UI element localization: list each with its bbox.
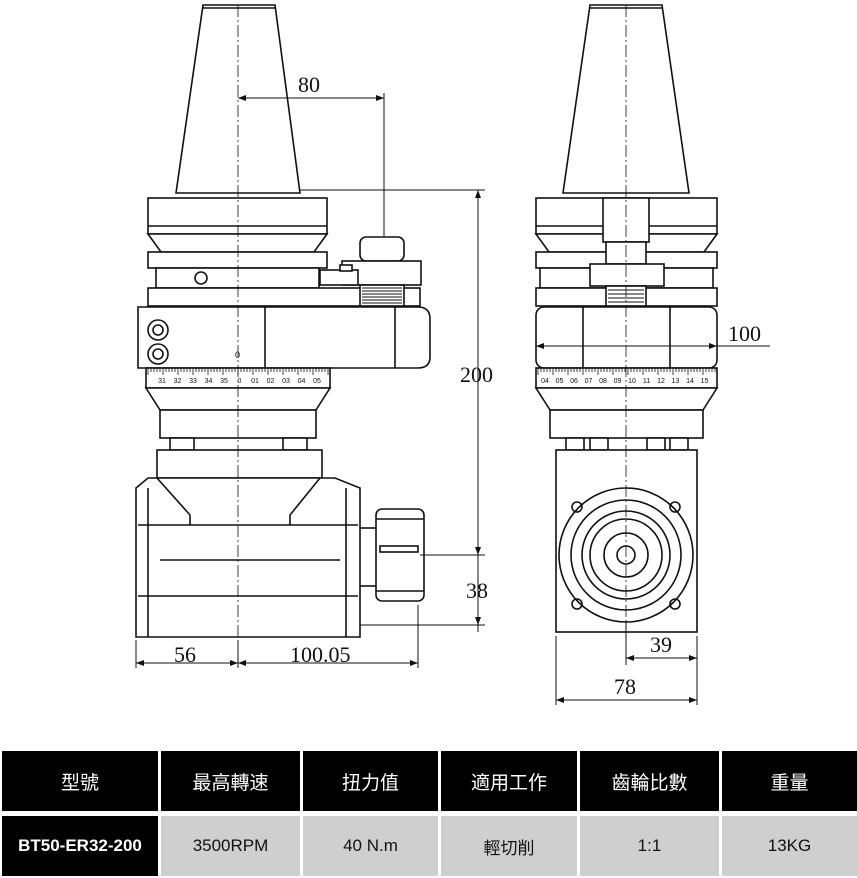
dim-200: 200 (460, 362, 493, 387)
dim-80: 80 (298, 72, 320, 97)
dim-56: 56 (174, 642, 196, 667)
side-gearhead (555, 449, 698, 633)
hex-screw-lower (147, 343, 169, 365)
scale-label: 04 (298, 378, 306, 385)
zero-mark: 0 (235, 350, 240, 360)
header-weight: 重量 (719, 751, 857, 811)
side-scale-labels: 04 05 06 07 08 09 10 11 12 13 14 15 (541, 378, 708, 385)
value-torque: 40 N.m (300, 816, 438, 876)
front-flange (147, 197, 328, 235)
hex-screw-upper (147, 319, 169, 341)
scale-label: 34 (205, 378, 213, 385)
header-application: 適用工作 (438, 751, 577, 811)
scale-label: 03 (282, 378, 290, 385)
dim-100: 100 (728, 321, 761, 346)
scale-label: 05 (556, 378, 564, 385)
scale-label: 10 (628, 378, 636, 385)
scale-label: 07 (585, 378, 593, 385)
scale-label: 01 (251, 378, 259, 385)
scale-label: 32 (174, 378, 182, 385)
scale-label: 05 (313, 378, 321, 385)
scale-label: 13 (672, 378, 680, 385)
spec-table: 型號 最高轉速 扭力值 適用工作 齒輪比數 重量 BT50-ER32-200 3… (2, 751, 857, 878)
front-dimensions (135, 93, 485, 668)
front-housing (137, 306, 431, 369)
scale-label: 31 (158, 378, 166, 385)
scale-label: 33 (189, 378, 197, 385)
collet-nut (375, 508, 425, 602)
scale-label: 15 (701, 378, 709, 385)
dim-100-05: 100.05 (290, 642, 351, 667)
header-torque: 扭力值 (300, 751, 438, 811)
front-view (135, 4, 485, 668)
scale-label: 11 (643, 378, 650, 385)
side-dimensions (536, 345, 770, 705)
dim-39: 39 (650, 632, 672, 657)
scale-label: 12 (657, 378, 665, 385)
scale-label: 0 (238, 378, 242, 385)
value-weight: 13KG (719, 816, 857, 876)
header-model: 型號 (60, 772, 99, 794)
scale-label: 09 (614, 378, 622, 385)
side-view (534, 4, 770, 705)
scale-label: 35 (220, 378, 228, 385)
spec-header-row: 型號 最高轉速 扭力值 適用工作 齒輪比數 重量 (2, 751, 857, 811)
front-lower-body (156, 449, 323, 479)
header-max-speed: 最高轉速 (158, 751, 300, 811)
stop-block (359, 236, 405, 262)
technical-drawing: 80 200 38 56 100.05 100 39 78 0 31323334… (135, 4, 770, 705)
scale-label: 06 (570, 378, 578, 385)
front-taper (175, 4, 301, 194)
scale-label: 14 (686, 378, 694, 385)
side-taper (562, 4, 690, 194)
value-gear-ratio: 1:1 (577, 816, 719, 876)
scale-label: 04 (541, 378, 549, 385)
spec-data-row: BT50-ER32-200 3500RPM 40 N.m 輕切削 1:1 13K… (2, 816, 857, 876)
header-gear-ratio: 齒輪比數 (577, 751, 719, 811)
dim-38: 38 (466, 578, 488, 603)
value-max-speed: 3500RPM (158, 816, 300, 876)
value-model: BT50-ER32-200 (2, 816, 158, 876)
scale-label: 02 (267, 378, 275, 385)
front-scale-labels: 31 32 33 34 35 0 01 02 03 04 05 (158, 378, 321, 385)
scale-label: 08 (599, 378, 607, 385)
dim-78: 78 (614, 674, 636, 699)
side-housing (535, 306, 718, 369)
value-application: 輕切削 (438, 816, 577, 876)
